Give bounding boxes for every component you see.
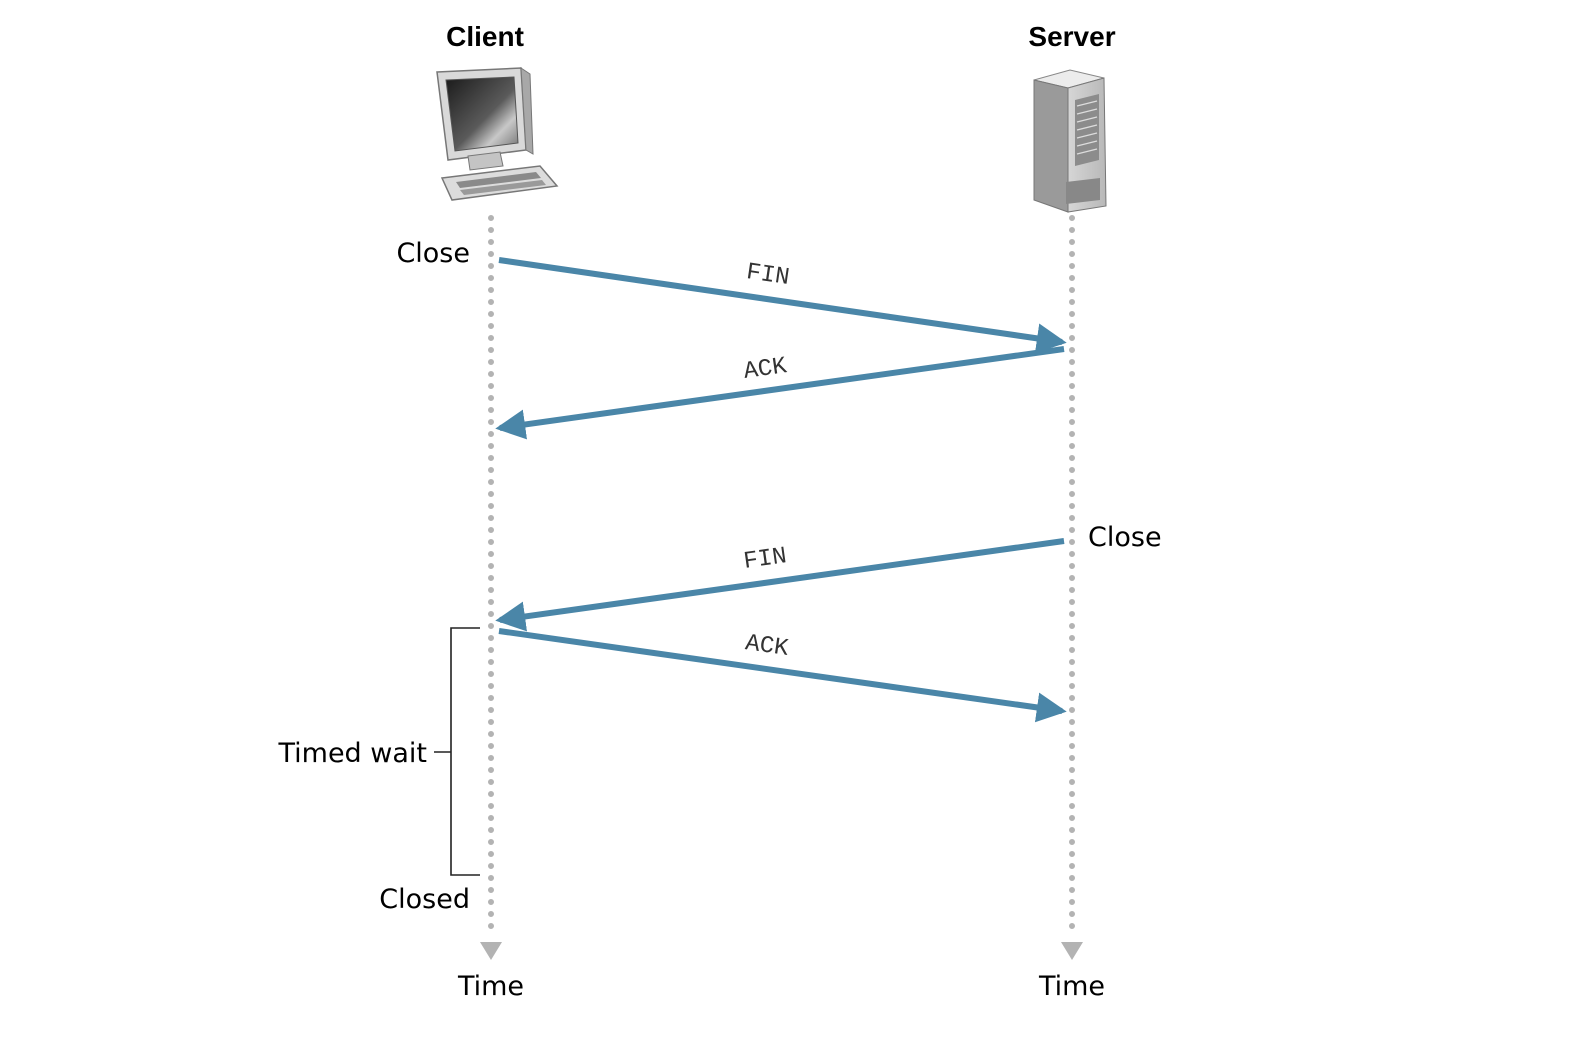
timed-wait-bracket — [450, 627, 480, 876]
fin-arrow-server-to-client — [495, 538, 1065, 632]
server-title: Server — [1028, 21, 1115, 52]
closed-label: Closed — [379, 884, 470, 915]
client-time-label: Time — [457, 971, 524, 1002]
server-tower-icon — [1033, 69, 1107, 213]
message-label-fin-1: FIN — [744, 259, 791, 292]
client-title: Client — [446, 21, 524, 52]
client-close-label: Close — [396, 238, 470, 269]
message-label-fin-2: FIN — [742, 543, 789, 576]
timed-wait-label: Timed wait — [277, 738, 427, 769]
server-time-label: Time — [1038, 971, 1105, 1002]
message-label-ack-1: ACK — [742, 353, 789, 386]
client-timeline-arrowhead — [480, 942, 502, 960]
fin-arrow-client-to-server — [498, 257, 1067, 354]
desktop-computer-icon — [436, 67, 559, 201]
server-timeline-arrowhead — [1061, 942, 1083, 960]
ack-arrow-server-to-client — [495, 346, 1065, 440]
message-label-ack-2: ACK — [743, 630, 790, 663]
ack-arrow-client-to-server — [498, 628, 1067, 723]
server-close-label: Close — [1088, 522, 1162, 553]
